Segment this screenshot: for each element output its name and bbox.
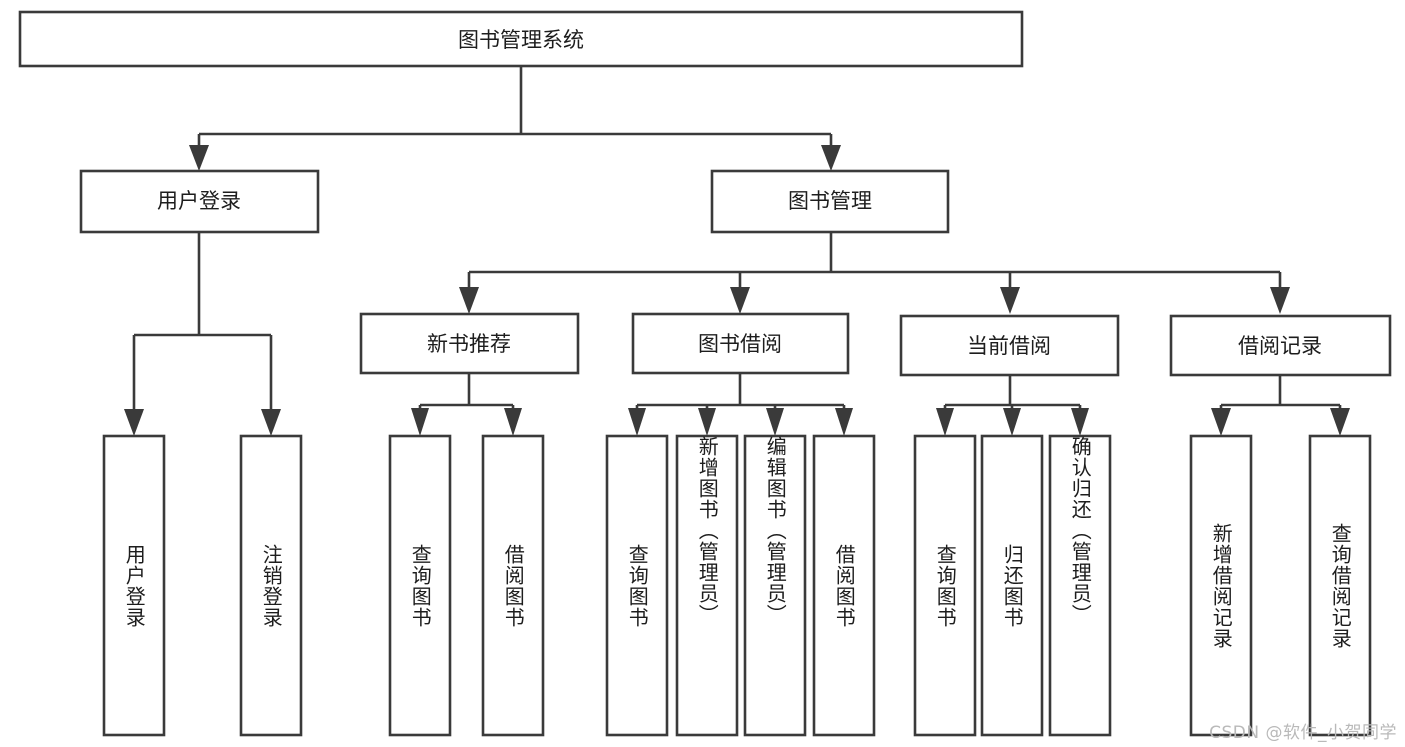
node-box-leaf-borrow-record-2[interactable] <box>1308 434 1372 737</box>
node-box-book-management[interactable] <box>710 169 950 234</box>
arrow-to-book-borrow <box>730 287 750 314</box>
watermark-text: CSDN @软件_小贺同学 <box>1209 723 1397 743</box>
label-book-management: 图书管理 <box>788 189 872 213</box>
arrow-to-current-borrow <box>1000 287 1020 314</box>
node-box-book-borrow[interactable] <box>631 312 850 375</box>
label-root: 图书管理系统 <box>458 28 584 52</box>
node-box-leaf-user-login-1[interactable] <box>102 434 166 737</box>
node-box-new-book-recommend[interactable] <box>359 312 580 375</box>
arrow-current-borrow-leaf-3 <box>1071 408 1089 436</box>
label-current-borrow: 当前借阅 <box>967 334 1051 358</box>
node-box-leaf-new-book-2[interactable] <box>481 434 545 737</box>
connector-group-user-login-to-leaves <box>124 232 281 436</box>
arrow-book-borrow-leaf-2 <box>698 408 716 436</box>
arrow-borrow-record-leaf-1 <box>1211 408 1231 436</box>
arrow-book-borrow-leaf-3 <box>766 408 784 436</box>
connector-group-root-to-level2 <box>189 66 841 171</box>
node-box-root[interactable] <box>18 10 1024 68</box>
label-user-login: 用户登录 <box>157 189 241 213</box>
arrow-user-login-leaf-1 <box>124 409 144 436</box>
label-book-borrow: 图书借阅 <box>698 332 782 356</box>
arrow-book-borrow-leaf-4 <box>835 408 853 436</box>
connector-group-current-borrow-to-leaves <box>936 373 1089 436</box>
node-box-leaf-book-borrow-4[interactable] <box>812 434 876 737</box>
connector-group-book-mgmt-to-level3 <box>459 232 1290 314</box>
connector-group-new-book-to-leaves <box>411 373 522 436</box>
arrow-to-new-book <box>459 287 479 314</box>
node-box-current-borrow[interactable] <box>899 314 1120 377</box>
label-borrow-record: 借阅记录 <box>1238 334 1322 358</box>
node-box-leaf-book-borrow-2[interactable] <box>675 434 739 737</box>
node-box-user-login[interactable] <box>79 169 320 234</box>
arrow-current-borrow-leaf-2 <box>1003 408 1021 436</box>
connector-group-book-borrow-to-leaves <box>628 373 853 436</box>
node-box-leaf-new-book-1[interactable] <box>388 434 452 737</box>
arrow-new-book-leaf-2 <box>504 408 522 436</box>
node-box-leaf-book-borrow-3[interactable] <box>743 434 807 737</box>
node-box-leaf-current-borrow-1[interactable] <box>913 434 977 737</box>
arrow-book-borrow-leaf-1 <box>628 408 646 436</box>
arrow-to-user-login <box>189 145 209 171</box>
node-box-leaf-user-login-2[interactable] <box>239 434 303 737</box>
node-box-borrow-record[interactable] <box>1169 314 1392 377</box>
node-box-leaf-current-borrow-3[interactable] <box>1048 434 1112 737</box>
arrow-user-login-leaf-2 <box>261 409 281 436</box>
arrow-new-book-leaf-1 <box>411 408 429 436</box>
label-new-book-recommend: 新书推荐 <box>427 332 511 356</box>
node-box-leaf-current-borrow-2[interactable] <box>980 434 1044 737</box>
connector-group-borrow-record-to-leaves <box>1211 375 1350 436</box>
arrow-borrow-record-leaf-2 <box>1330 408 1350 436</box>
node-box-leaf-book-borrow-1[interactable] <box>605 434 669 737</box>
arrow-to-borrow-record <box>1270 287 1290 314</box>
arrow-current-borrow-leaf-1 <box>936 408 954 436</box>
arrow-to-book-mgmt <box>821 145 841 171</box>
node-box-leaf-borrow-record-1[interactable] <box>1189 434 1253 737</box>
